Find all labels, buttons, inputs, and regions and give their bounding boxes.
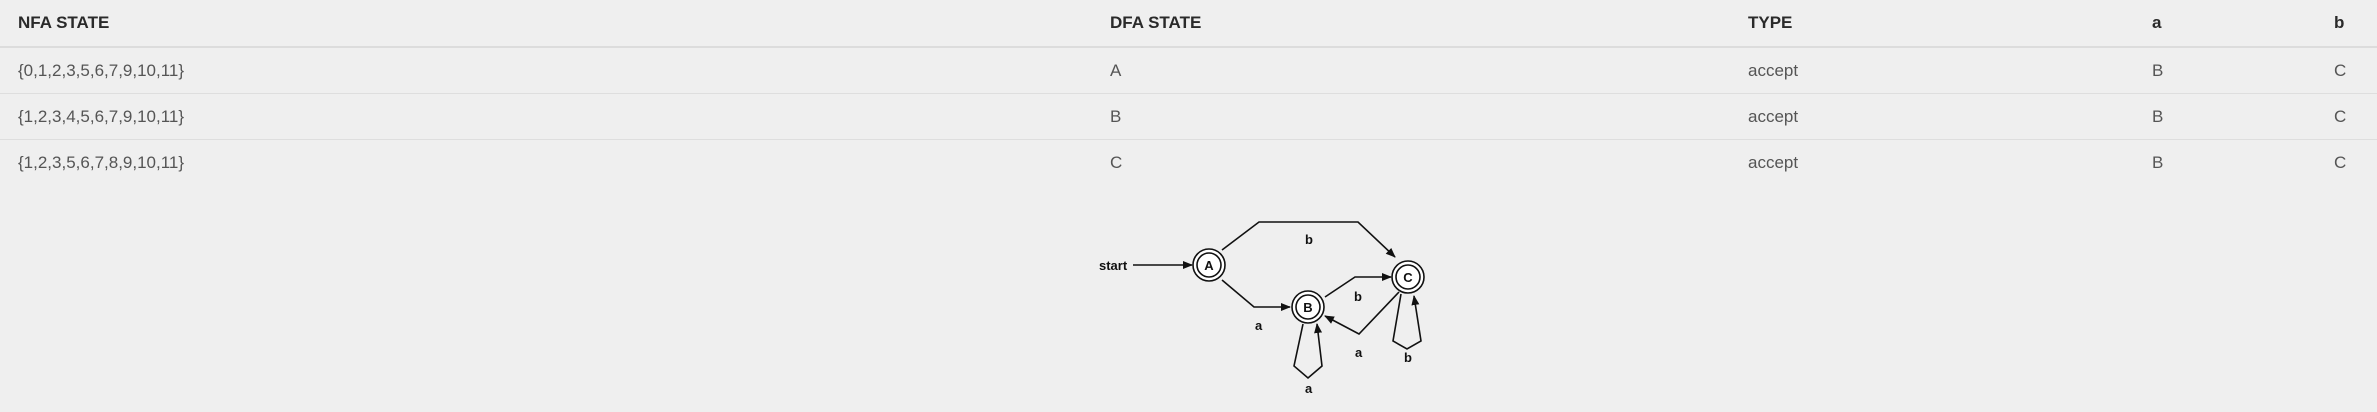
transition-edge xyxy=(1221,279,1291,311)
nfa-state-cell: {1,2,3,5,6,7,8,9,10,11} xyxy=(18,152,185,172)
state-node-a: A xyxy=(1192,248,1226,282)
state-label: A xyxy=(1204,258,1214,273)
type-cell: accept xyxy=(1730,47,2134,94)
dfa-state-cell: C xyxy=(1110,152,1123,172)
type-cell: accept xyxy=(1748,152,1799,172)
transition-edge xyxy=(1324,291,1400,335)
self-loop-edge xyxy=(1293,323,1323,380)
transition-b-cell: C xyxy=(2316,47,2377,94)
transition-a-cell: B xyxy=(2134,93,2316,140)
transition-b-cell: C xyxy=(2334,152,2347,172)
transition-b-cell: C xyxy=(2316,93,2377,140)
transition-label: b xyxy=(1354,289,1362,304)
dfa-table: NFA STATE DFA STATE TYPE a b {0,1,2,3,5,… xyxy=(0,0,2377,185)
header-type: TYPE xyxy=(1730,0,2134,48)
state-node-b: B xyxy=(1291,290,1325,324)
dfa-state-cell: B xyxy=(1092,93,1730,140)
transition-edge xyxy=(1221,221,1396,258)
header-symbol-a: a xyxy=(2134,0,2316,48)
header-nfa-state: NFA STATE xyxy=(0,0,1092,48)
transition-a-cell: B xyxy=(2134,47,2316,94)
transition-label: a xyxy=(1255,318,1263,333)
state-label: C xyxy=(1403,270,1413,285)
transition-a-cell: B xyxy=(2152,152,2164,172)
transition-label: b xyxy=(1404,350,1412,365)
type-cell: accept xyxy=(1730,93,2134,140)
transition-label: a xyxy=(1305,381,1313,396)
header-dfa-state: DFA STATE xyxy=(1092,0,1730,48)
transition-edge xyxy=(1324,273,1392,298)
header-symbol-b: b xyxy=(2316,0,2377,48)
transition-label: a xyxy=(1355,345,1363,360)
self-loop-edge xyxy=(1392,293,1422,350)
table-row: {1,2,3,5,6,7,8,9,10,11} C accept B C xyxy=(0,140,2377,186)
state-label: B xyxy=(1303,300,1312,315)
dfa-state-cell: A xyxy=(1092,47,1730,94)
transition-label: b xyxy=(1305,232,1313,247)
table-header-row: NFA STATE DFA STATE TYPE a b xyxy=(0,0,2377,48)
start-label: start xyxy=(1099,258,1128,273)
state-node-c: C xyxy=(1391,260,1425,294)
nfa-state-cell: {1,2,3,4,5,6,7,9,10,11} xyxy=(0,93,1092,140)
nfa-state-cell: {0,1,2,3,5,6,7,9,10,11} xyxy=(0,47,1092,94)
table-row: {1,2,3,4,5,6,7,9,10,11} B accept B C xyxy=(0,93,2377,140)
table-row: {0,1,2,3,5,6,7,9,10,11} A accept B C xyxy=(0,47,2377,94)
